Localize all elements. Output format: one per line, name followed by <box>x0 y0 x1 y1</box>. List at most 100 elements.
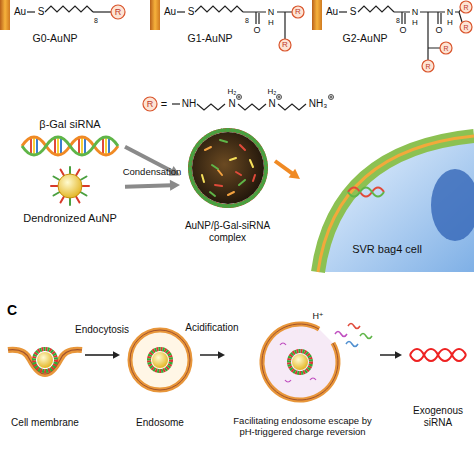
endosome-stage <box>130 330 190 390</box>
process-arrow <box>125 185 172 186</box>
cell-illustration <box>318 136 474 272</box>
g1-structure <box>243 12 292 39</box>
escape-stage <box>262 324 338 400</box>
formula-label: N <box>228 99 235 109</box>
node-label: Endosome <box>136 417 184 429</box>
cell-membrane-stage <box>37 352 53 368</box>
formula-label: 8 <box>396 17 400 24</box>
endosome-stage <box>130 330 190 390</box>
cell-membrane-stage <box>34 349 56 371</box>
formula-label: H⁺ <box>312 312 323 321</box>
sirna-helix <box>22 137 118 155</box>
node-label: Facilitating endosome escape by pH-trigg… <box>227 416 378 438</box>
g2-structure <box>394 9 462 60</box>
formula-label: NH₃ <box>309 99 328 109</box>
cell-illustration <box>348 188 384 197</box>
dendronized-nanoparticle <box>58 174 82 198</box>
g0-structure <box>0 0 125 30</box>
escape-stage <box>292 354 308 370</box>
g2-structure <box>440 42 452 54</box>
endosome-stage <box>149 349 171 371</box>
g0-structure <box>93 11 111 12</box>
arrow-head <box>218 351 225 359</box>
formula-label: G2-AuNP <box>343 33 388 44</box>
endosome-stage <box>130 330 190 390</box>
r-group-formula <box>278 96 281 99</box>
cell-membrane-stage <box>8 350 82 374</box>
formula-label: R <box>115 8 122 17</box>
complex-blob <box>210 140 245 196</box>
formula-label: R <box>425 63 430 70</box>
cell-illustration <box>318 136 474 272</box>
node-label: AuNP/β-Gal-siRNA complex <box>182 220 273 243</box>
g0-structure <box>111 5 125 19</box>
escape-stage <box>346 342 358 347</box>
formula-label: G1-AuNP <box>188 33 233 44</box>
formula-label: R <box>147 100 154 109</box>
nanoparticle-node: Dendronized AuNP <box>15 165 125 227</box>
exogenous-sirna <box>410 349 466 361</box>
r-group-formula <box>238 96 241 99</box>
r-group-formula <box>329 95 334 100</box>
r-group-formula <box>172 103 180 104</box>
escape-stage <box>262 324 372 401</box>
sirna-helix <box>22 137 118 155</box>
edge-label: Acidification <box>185 323 238 333</box>
formula-label: Au <box>326 7 338 17</box>
g2-structure <box>422 60 434 72</box>
node-label: SVR bag4 cell <box>352 243 422 256</box>
g1-structure <box>292 6 304 18</box>
node-label: Dendronized AuNP <box>23 212 117 225</box>
escape-stage <box>360 334 372 339</box>
formula-label: R <box>295 8 301 16</box>
complex-blob <box>202 158 253 182</box>
formula-label: R <box>443 45 448 52</box>
formula-label: O <box>253 26 260 35</box>
complex-blob <box>190 130 266 206</box>
g2-structure <box>460 21 472 33</box>
g2-structure <box>312 0 322 30</box>
panel-letter: C <box>7 303 17 317</box>
exogenous-sirna <box>410 349 466 361</box>
process-arrow <box>275 161 294 174</box>
stage-node: Cell membrane <box>5 330 85 430</box>
sirna-node: β-Gal siRNA <box>15 116 125 160</box>
formula-label: N <box>447 8 454 17</box>
complex-blob <box>215 145 255 186</box>
escape-stage <box>348 324 360 329</box>
escape-stage <box>289 351 311 373</box>
process-arrow <box>380 354 396 356</box>
g2-structure <box>358 6 394 12</box>
node-label: Cell membrane <box>11 417 79 429</box>
formula-label: H₂ <box>268 88 277 96</box>
r-group-formula <box>238 104 266 110</box>
complex-blob <box>192 132 264 204</box>
r-group-formula <box>237 95 242 100</box>
g1-structure <box>150 0 304 51</box>
g1-structure <box>150 0 160 30</box>
r-group-formula <box>330 96 333 99</box>
formula-label: = <box>161 99 167 110</box>
formula-label: H <box>447 19 453 27</box>
formula-label: N <box>268 8 275 17</box>
complex-blob <box>190 130 266 206</box>
r-group-formula <box>197 104 225 110</box>
formula-label: H <box>268 19 274 27</box>
node-label: β-Gal siRNA <box>39 118 100 131</box>
cell-illustration <box>431 169 474 241</box>
escape-stage <box>289 351 311 373</box>
complex-blob <box>205 147 234 195</box>
arrow-head <box>170 180 180 191</box>
r-group-formula <box>143 97 157 111</box>
g1-structure <box>279 39 291 51</box>
dendronized-nanoparticle <box>54 167 87 205</box>
process-arrow <box>200 354 219 356</box>
r-group-formula <box>143 95 334 112</box>
formula-label: G0-AuNP <box>33 33 78 44</box>
formula-label: 8 <box>94 17 98 24</box>
process-arrow <box>85 354 114 356</box>
dendronized-nanoparticle <box>51 170 89 203</box>
cell-illustration <box>318 136 474 272</box>
